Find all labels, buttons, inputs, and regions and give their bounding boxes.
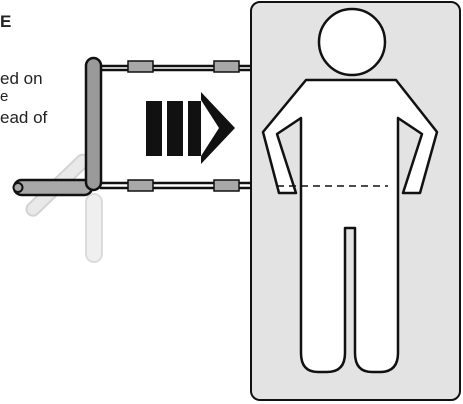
text-line-2: e	[0, 88, 9, 105]
text-line-3: ead of	[0, 108, 48, 127]
person-outline-icon	[261, 7, 439, 374]
motion-arrow-icon	[146, 92, 235, 164]
horizontal-rail-icon	[12, 178, 94, 197]
heading-fragment: E	[0, 12, 12, 31]
text-line-1: ed on	[0, 69, 43, 88]
